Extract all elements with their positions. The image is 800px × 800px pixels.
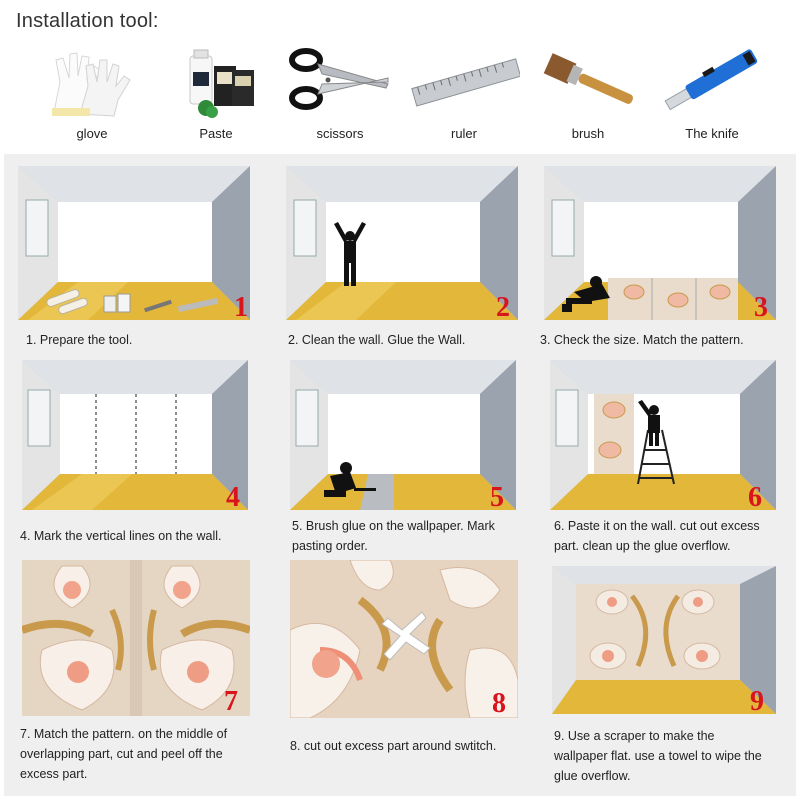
step-3-image: 3 (544, 166, 776, 320)
caption-line: 3. Check the size. Match the pattern. (540, 333, 744, 347)
paste-icon (160, 42, 272, 122)
caption-line: 6. Paste it on the wall. cut out excess (554, 519, 760, 533)
kneeling-person-icon (562, 276, 610, 312)
step-number: 2 (496, 292, 510, 320)
tool-label: ruler (450, 126, 477, 141)
step-9-image: 9 (552, 566, 776, 714)
step-9-caption: 9. Use a scraper to make the wallpaper f… (554, 726, 790, 786)
tool-knife: The knife (656, 42, 768, 150)
step-8-caption: 8. cut out excess part around swtitch. (290, 736, 530, 756)
step-7-caption: 7. Match the pattern. on the middle of o… (20, 724, 270, 784)
caption-line: 7. Match the pattern. on the middle of (20, 727, 228, 741)
step-number: 3 (754, 292, 768, 320)
step-number: 1 (234, 292, 248, 320)
step-number: 8 (492, 688, 506, 718)
knife-icon (656, 42, 768, 122)
caption-line: overlapping part, cut and peel off the (20, 747, 223, 761)
step-1-image: 1 (18, 166, 250, 320)
kneeling-person-icon (324, 462, 376, 497)
step-4-image: 4 (22, 360, 248, 510)
lily-flower-icon (22, 565, 250, 711)
tools-row: glove Paste (36, 42, 776, 150)
person-silhouette-icon (638, 400, 660, 446)
caption-line: 1. Prepare the tool. (26, 333, 133, 347)
ladder-icon (637, 429, 675, 485)
tool-glove: glove (36, 42, 148, 150)
step-number: 9 (750, 686, 764, 714)
caption-line: excess part. (20, 767, 88, 781)
switch-cutout-icon (381, 611, 431, 661)
step-2-caption: 2. Clean the wall. Glue the Wall. (288, 330, 538, 350)
step-number: 6 (748, 482, 762, 510)
step-1-caption: 1. Prepare the tool. (26, 330, 276, 350)
step-7-image: 7 (22, 560, 250, 716)
step-2-image: 2 (286, 166, 518, 320)
tool-brush: brush (532, 42, 644, 150)
step-5-caption: 5. Brush glue on the wallpaper. Mark pas… (292, 516, 532, 556)
tool-label: The knife (685, 126, 739, 141)
tool-ruler: ruler (408, 42, 520, 150)
ruler-icon (408, 42, 520, 122)
tool-scissors: scissors (284, 42, 396, 150)
step-number: 7 (224, 686, 238, 716)
step-5-image: 5 (290, 360, 516, 510)
step-6-caption: 6. Paste it on the wall. cut out excess … (554, 516, 788, 556)
caption-line: wallpaper flat. use a towel to wipe the (554, 749, 762, 763)
caption-line: part. clean up the glue overflow. (554, 539, 731, 553)
scissors-icon (284, 42, 396, 122)
caption-line: 4. Mark the vertical lines on the wall. (20, 529, 222, 543)
caption-line: pasting order. (292, 539, 368, 553)
step-8-image: 8 (290, 560, 518, 718)
tool-label: glove (76, 126, 108, 141)
step-number: 4 (226, 482, 240, 510)
step-number: 5 (490, 482, 504, 510)
tools-on-floor-icon (46, 289, 219, 315)
person-silhouette-icon (334, 222, 366, 286)
caption-line: 5. Brush glue on the wallpaper. Mark (292, 519, 495, 533)
caption-line: glue overflow. (554, 769, 631, 783)
caption-line: 9. Use a scraper to make the (554, 729, 715, 743)
caption-line: 8. cut out excess part around swtitch. (290, 739, 497, 753)
glove-icon (36, 42, 148, 122)
step-3-caption: 3. Check the size. Match the pattern. (540, 330, 790, 350)
tool-label: brush (571, 126, 605, 141)
tool-label: scissors (316, 126, 364, 141)
lily-flower-icon (290, 560, 518, 718)
page-title: Installation tool: (16, 10, 159, 32)
caption-line: 2. Clean the wall. Glue the Wall. (288, 333, 466, 347)
tool-paste: Paste (160, 42, 272, 150)
vertical-guide-lines (95, 394, 177, 474)
brush-icon (532, 42, 644, 122)
tool-label: Paste (199, 126, 233, 141)
step-6-image: 6 (550, 360, 776, 510)
step-4-caption: 4. Mark the vertical lines on the wall. (20, 526, 270, 546)
